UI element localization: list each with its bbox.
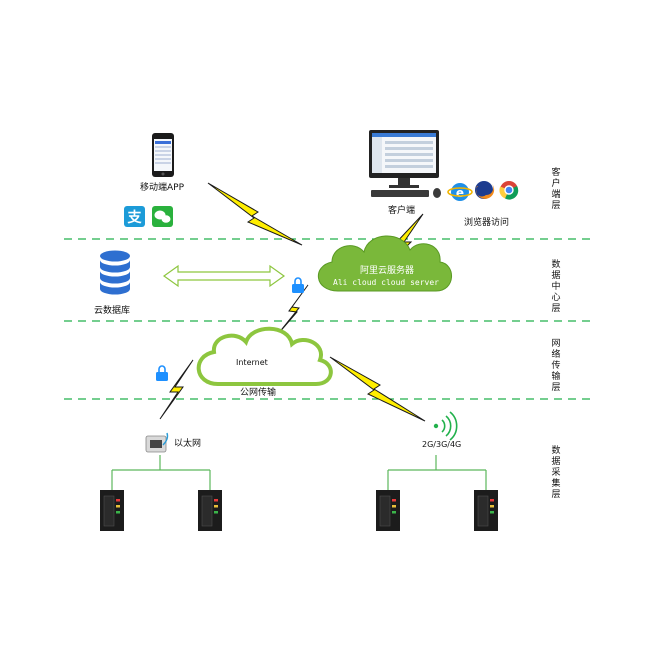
cabinet-icon-3 (376, 490, 400, 531)
lightning-bolt-app (207, 182, 303, 246)
ethernet-label: 以太网 (174, 439, 202, 449)
desktop-computer-icon (369, 130, 441, 198)
double-arrow (162, 264, 286, 288)
collection-tree-lines (111, 455, 487, 490)
lightning-bolt-ethernet (159, 359, 194, 420)
public-network-label: 公网传输 (240, 388, 277, 398)
lock-icon-lower (156, 365, 168, 381)
browser-access-label: 浏览器访问 (464, 218, 510, 228)
wireless-signal-icon (433, 411, 458, 441)
internet-cloud-shape (196, 326, 333, 386)
aliyun-cloud-shape (317, 235, 452, 292)
cabinet-icon-4 (474, 490, 498, 531)
ie-browser-icon: e (447, 183, 473, 201)
layer-label-client: 客户端层 (551, 168, 561, 211)
firefox-browser-icon (475, 181, 495, 199)
lock-icon-upper (292, 277, 304, 293)
wechat-icon (152, 206, 173, 227)
internet-label: Internet (236, 358, 268, 367)
svg-text:e: e (456, 186, 464, 200)
cloud-server-en-label: Ali cloud cloud server (333, 278, 439, 287)
alipay-icon: 支 (124, 206, 145, 227)
chrome-browser-icon (499, 181, 519, 200)
cabinet-icon-1 (100, 490, 124, 531)
smartphone-icon (152, 133, 174, 177)
cabinet-icon-2 (198, 490, 222, 531)
database-label: 云数据库 (94, 306, 131, 316)
cloud-server-cn-label: 阿里云服务器 (360, 266, 415, 276)
svg-text:支: 支 (127, 209, 143, 226)
layer-label-collection: 数据采集层 (551, 446, 561, 500)
mobile-app-label: 移动端APP (140, 183, 185, 193)
layer-label-data-center: 数据中心层 (551, 260, 561, 314)
lightning-bolt-cellular (329, 356, 426, 422)
client-label: 客户端 (388, 206, 416, 216)
layer-label-network: 网络传输层 (551, 339, 561, 393)
database-icon (100, 250, 130, 295)
cellular-label: 2G/3G/4G (422, 440, 462, 449)
ethernet-port-icon (145, 432, 169, 453)
